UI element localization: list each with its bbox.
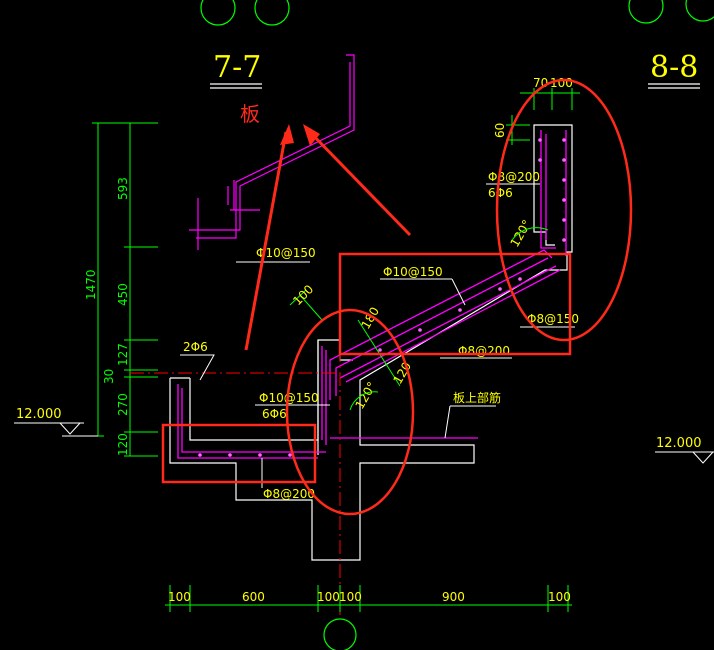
dim-270: 270 bbox=[116, 393, 130, 416]
dim-bottom-100-d: 100 bbox=[548, 590, 571, 604]
dim-127: 127 bbox=[116, 343, 130, 366]
label-phi10-150-upper: Φ10@150 bbox=[256, 246, 316, 260]
dim-60: 60 bbox=[493, 123, 507, 138]
red-arrows bbox=[244, 128, 412, 351]
dim-diag-100: 100 bbox=[290, 282, 316, 308]
elevation-right: 12.000 bbox=[656, 436, 702, 451]
dim-450: 450 bbox=[116, 283, 130, 306]
angle-120-right: 120° bbox=[507, 217, 534, 249]
elevation-left: 12.000 bbox=[16, 407, 62, 422]
dim-bottom-100-a: 100 bbox=[168, 590, 191, 604]
dim-1470: 1470 bbox=[84, 269, 98, 300]
dim-593: 593 bbox=[116, 177, 130, 200]
section-title-8-8: 8-8 bbox=[650, 50, 698, 85]
label-phi10-150-slab: Φ10@150 bbox=[383, 265, 443, 279]
arrow-head-right bbox=[303, 124, 320, 146]
dim-bottom-600: 600 bbox=[242, 590, 265, 604]
angle-120-mid: 120° bbox=[352, 379, 379, 411]
label-phi8-150-right: Φ8@150 bbox=[527, 312, 579, 326]
dim-120: 120 bbox=[116, 433, 130, 456]
section-title-7-7: 7-7 bbox=[213, 50, 261, 85]
label-phi10-150-mid: Φ10@150 bbox=[259, 391, 319, 405]
dim-bottom-100-c: 100 bbox=[339, 590, 362, 604]
label-phi8-200-right: Φ8@200 bbox=[488, 170, 540, 184]
main-rebar bbox=[177, 130, 567, 459]
label-6phi6-mid: 6Φ6 bbox=[262, 407, 287, 421]
label-phi8-200-bottom: Φ8@200 bbox=[263, 487, 315, 501]
section-7-7-rebar bbox=[189, 54, 355, 250]
elevation-mark-left bbox=[14, 422, 98, 437]
label-phi8-200-stair: Φ8@200 bbox=[458, 344, 510, 358]
elevation-mark-right bbox=[655, 451, 714, 464]
arrow-head-left bbox=[280, 124, 294, 145]
label-6phi6-right: 6Φ6 bbox=[488, 186, 513, 200]
dim-bottom-100-b: 100 bbox=[317, 590, 340, 604]
dim-bottom-900: 900 bbox=[442, 590, 465, 604]
dim-30: 30 bbox=[102, 369, 116, 384]
red-markup bbox=[161, 78, 633, 516]
dim-diag-180: 180 bbox=[358, 305, 382, 332]
horizontal-dimension-chain bbox=[165, 585, 572, 612]
dim-top-100: 100 bbox=[550, 76, 573, 90]
label-2phi6: 2Φ6 bbox=[183, 340, 208, 354]
axis-bubbles bbox=[200, 0, 714, 650]
annotation-slab: 板 bbox=[240, 102, 260, 126]
stirrup-dots bbox=[198, 138, 566, 457]
label-slab-top-rebar: 板上部筋 bbox=[453, 390, 501, 405]
